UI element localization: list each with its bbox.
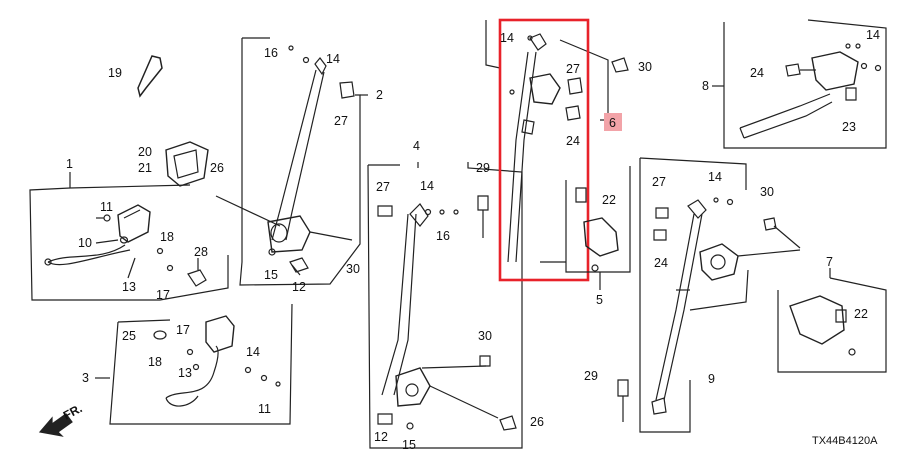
panel-8 <box>712 19 887 149</box>
callout-27: 27 <box>334 114 348 128</box>
callout-28: 28 <box>194 245 208 259</box>
callout-3: 3 <box>82 371 89 385</box>
callout-14c: 14 <box>420 179 434 193</box>
panel-6 <box>485 20 629 263</box>
panel-4 <box>367 162 523 449</box>
panel-9 <box>617 157 801 433</box>
panel-3 <box>95 303 293 425</box>
panel-2 <box>215 37 368 286</box>
callout-14: 14 <box>326 52 340 66</box>
callout-6-badge <box>604 113 622 131</box>
callout-30c: 30 <box>638 60 652 74</box>
callout-29: 29 <box>476 161 490 175</box>
callout-27c: 27 <box>566 62 580 76</box>
callout-27d: 27 <box>652 175 666 189</box>
callout-15b: 15 <box>402 438 416 452</box>
callout-18: 18 <box>160 230 174 244</box>
callout-24: 24 <box>566 134 580 148</box>
callout-27b: 27 <box>376 180 390 194</box>
callout-11b: 11 <box>258 402 271 416</box>
callout-30b: 30 <box>478 329 492 343</box>
callout-8: 8 <box>702 79 709 93</box>
callout-10: 10 <box>78 236 92 250</box>
callout-18b: 18 <box>148 355 162 369</box>
callout-29b: 29 <box>584 369 598 383</box>
callout-5: 5 <box>596 293 603 307</box>
callout-26b: 26 <box>530 415 544 429</box>
part-20-21 <box>165 141 209 187</box>
highlight-box-6 <box>498 18 590 282</box>
callout-14d: 14 <box>500 31 514 45</box>
callout-30: 30 <box>346 262 360 276</box>
callout-20: 20 <box>138 145 152 159</box>
panel-7 <box>777 268 887 373</box>
callout-1: 1 <box>66 157 73 171</box>
callout-17: 17 <box>156 288 170 302</box>
callout-12b: 12 <box>374 430 388 444</box>
callout-16: 16 <box>264 46 278 60</box>
callout-2: 2 <box>376 88 383 102</box>
callout-16b: 16 <box>436 229 450 243</box>
callout-7: 7 <box>826 255 833 269</box>
panel-5 <box>540 166 631 290</box>
callout-17b: 17 <box>176 323 190 337</box>
callout-25: 25 <box>122 329 136 343</box>
callout-26: 26 <box>210 161 224 175</box>
callout-19: 19 <box>108 66 122 80</box>
callout-30d: 30 <box>760 185 774 199</box>
front-arrow-icon <box>38 413 73 437</box>
callout-14e: 14 <box>866 28 880 42</box>
callout-23: 23 <box>842 120 856 134</box>
callout-24b: 24 <box>750 66 764 80</box>
part-19 <box>137 55 163 98</box>
callout-11: 11 <box>100 200 113 214</box>
callout-22: 22 <box>602 193 616 207</box>
callout-4: 4 <box>413 139 420 153</box>
callout-22b: 22 <box>854 307 868 321</box>
callout-6: 6 <box>609 116 616 130</box>
callout-12: 12 <box>292 280 306 294</box>
callout-13b: 13 <box>178 366 192 380</box>
callout-15: 15 <box>264 268 278 282</box>
panel-1 <box>29 172 229 301</box>
callout-9: 9 <box>708 372 715 386</box>
diagram-code: TX44B4120A <box>812 435 878 447</box>
callout-21: 21 <box>138 161 152 175</box>
callout-14f: 14 <box>708 170 722 184</box>
callout-13: 13 <box>122 280 136 294</box>
callout-24c: 24 <box>654 256 668 270</box>
callout-14b: 14 <box>246 345 260 359</box>
